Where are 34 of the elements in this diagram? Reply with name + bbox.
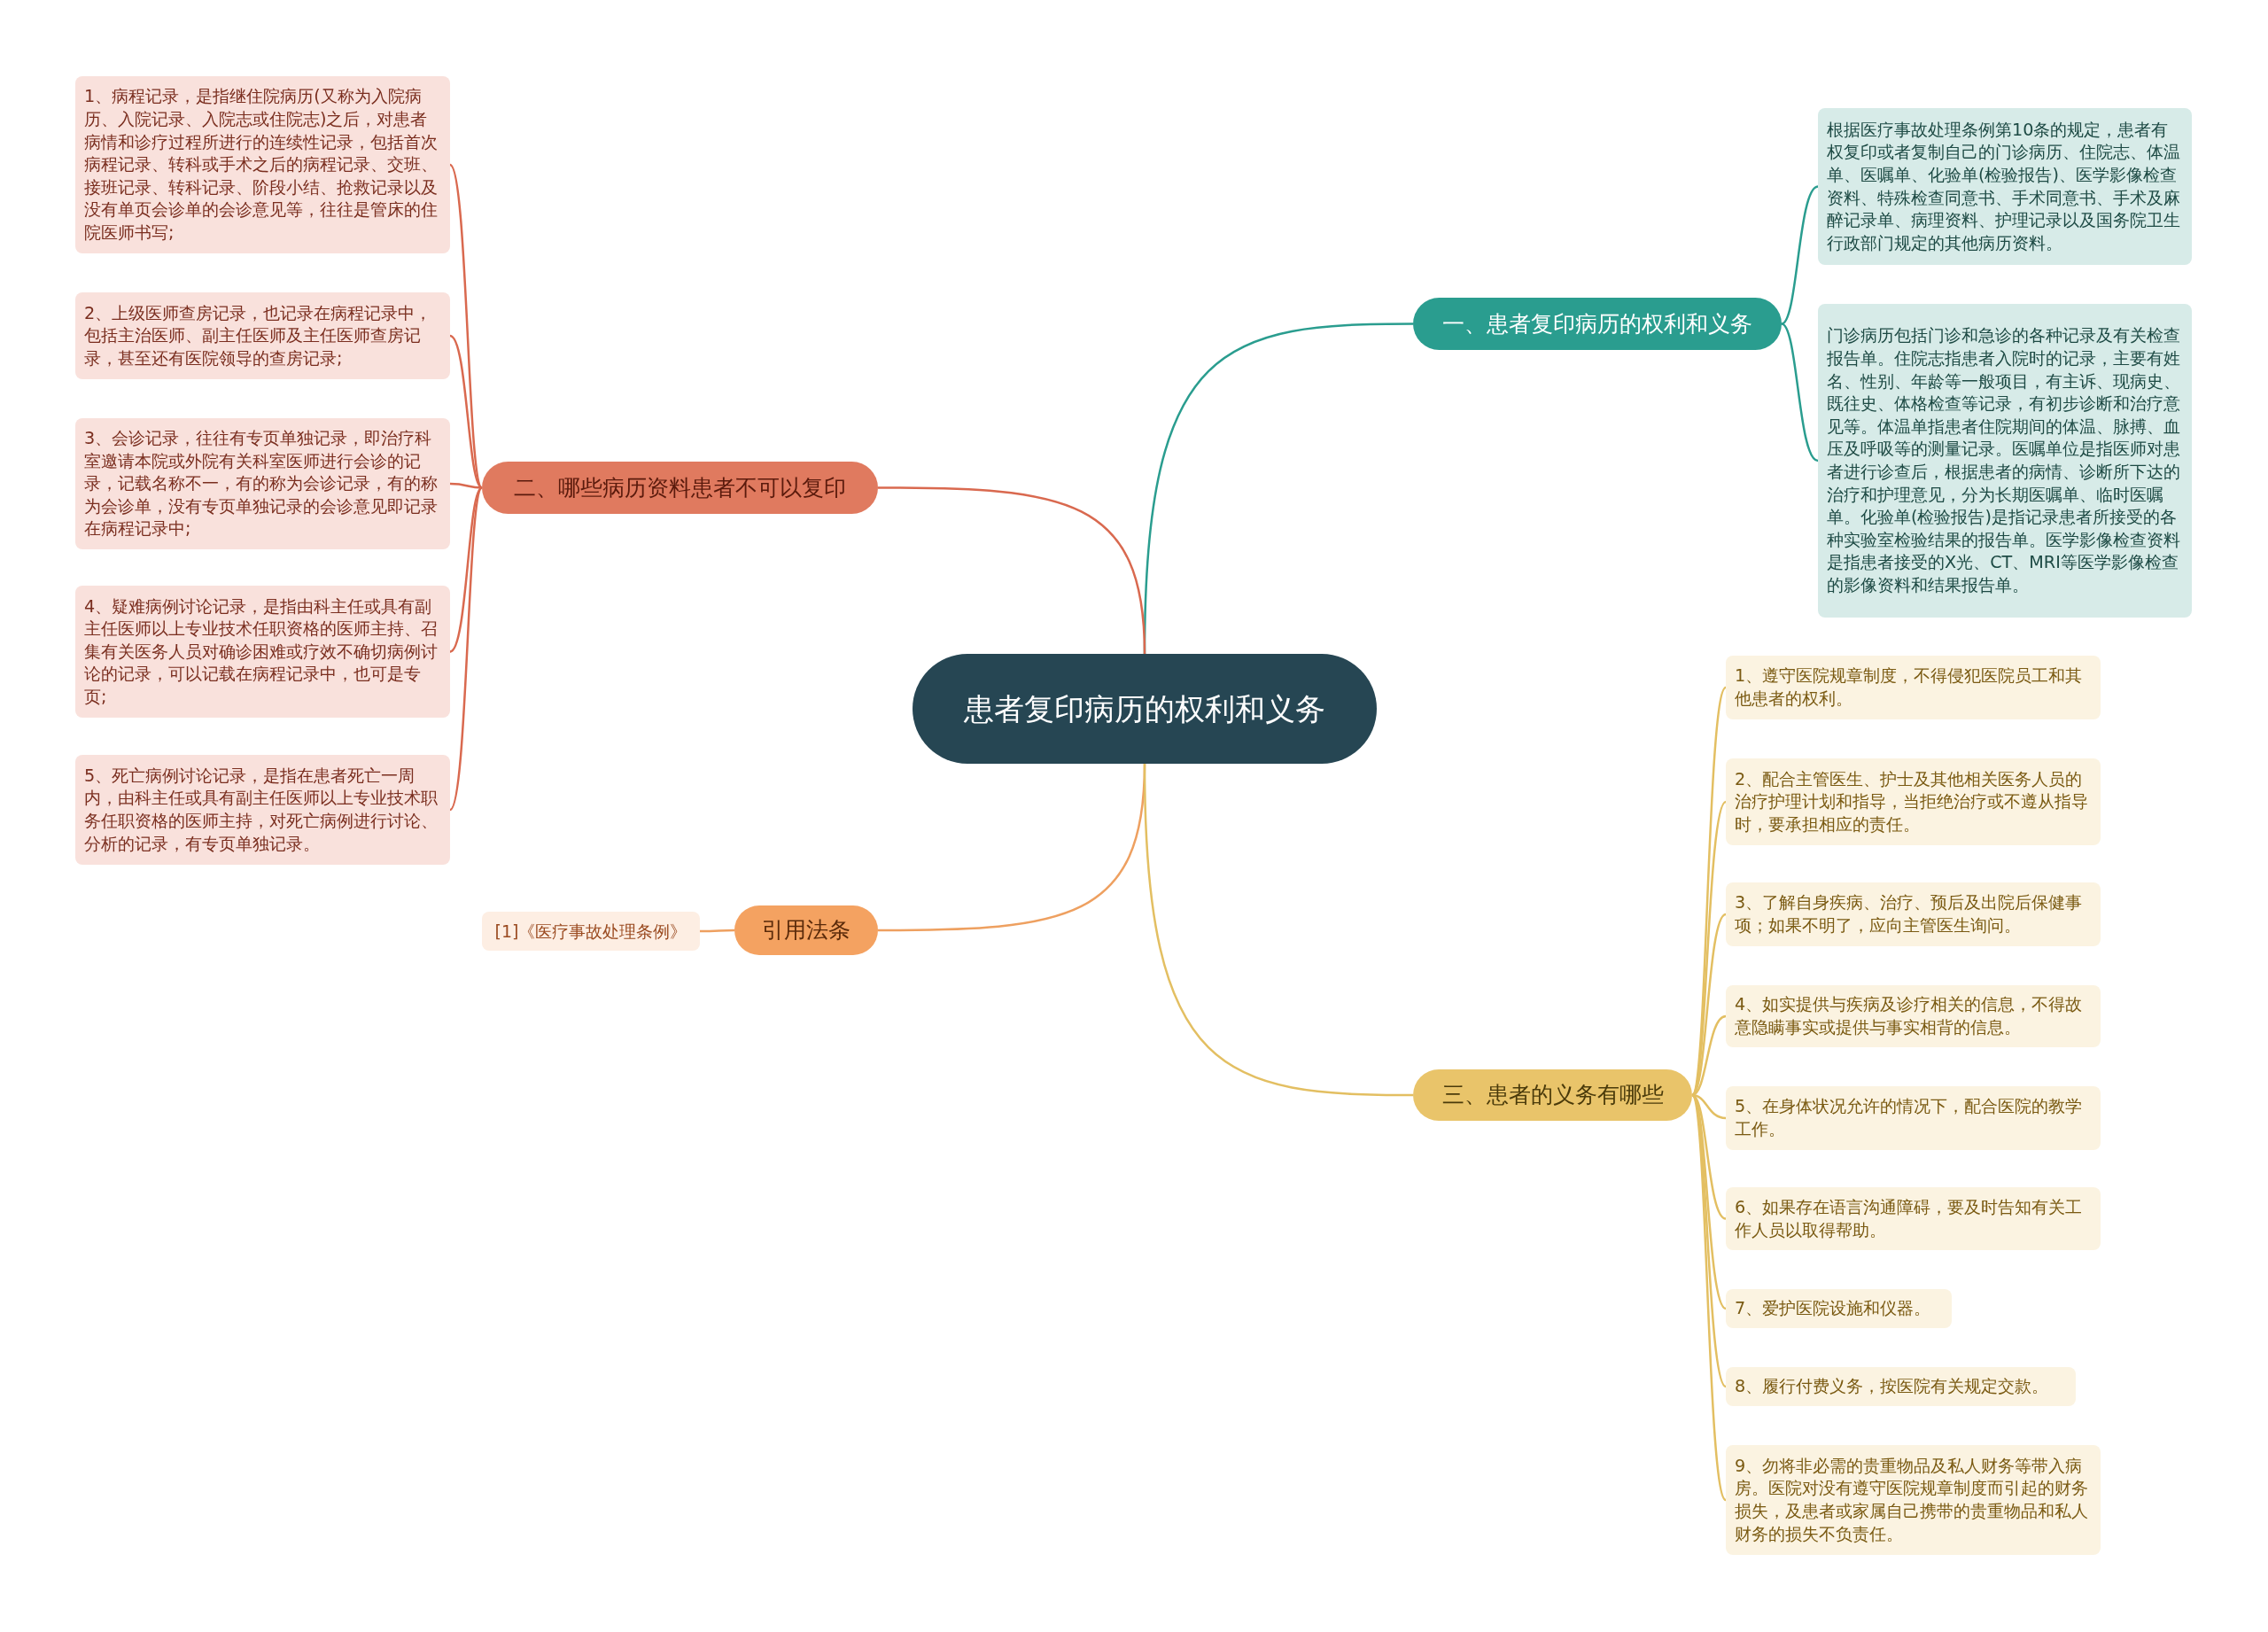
note-card: 3、了解自身疾病、治疗、预后及出院后保健事项；如果不明了，应向主管医生询问。	[1726, 882, 2101, 946]
note-card: 3、会诊记录，往往有专页单独记录，即治疗科室邀请本院或外院有关科室医师进行会诊的记录，记载名称不一，有的称为会诊记录，有的称为会诊单，没有专页单独记录的会诊意见即记录在病程记录中;	[75, 418, 450, 549]
note-card: 5、在身体状况允许的情况下，配合医院的教学工作。	[1726, 1086, 2101, 1150]
branch-topic: 一、患者复印病历的权利和义务	[1413, 298, 1782, 350]
connector-line	[1690, 1094, 1728, 1501]
connector-line	[1781, 185, 1819, 325]
central-topic: 患者复印病历的权利和义务	[913, 654, 1377, 764]
note-card: 7、爱护医院设施和仪器。	[1726, 1289, 1952, 1328]
note-card: 4、疑难病例讨论记录，是指由科主任或具有副主任医师以上专业技术任职资格的医师主持、召集有关医务人员对确诊困难或疗效不确切病例讨论的记录，可以记载在病程记录中，也可是专页;	[75, 586, 450, 718]
connector-line	[449, 482, 483, 489]
connector-line	[700, 929, 734, 933]
connector-line	[1690, 1094, 1727, 1387]
note-card: 2、配合主管医生、护士及其他相关医务人员的治疗护理计划和指导，当拒绝治疗或不遵从指导时，要承担相应的责任。	[1726, 758, 2101, 845]
branch-topic: 二、哪些病历资料患者不可以复印	[482, 462, 878, 514]
connector-line	[1143, 763, 1413, 1097]
note-card: 8、履行付费义务，按医院有关规定交款。	[1726, 1367, 2076, 1406]
branch-topic: 引用法条	[734, 905, 878, 955]
connector-line	[878, 486, 1146, 655]
connector-line	[1690, 801, 1727, 1096]
note-card: 门诊病历包括门诊和急诊的各种记录及有关检查报告单。住院志指患者入院时的记录，主要有姓名、性别、年龄等一般项目，有主诉、现病史、既往史、体格检查等记录，有初步诊断和治疗意见等。体温单指患者住院期间的体温、脉搏、血压及呼吸等的测量记录。医嘱单位是指医师对患者进行诊查后，根据患者的病情、诊断所下达的治疗和护理意见，分为长期医嘱单、临时医嘱单。化验单(检验报告)是指记录患者所接受的各种实验室检验结果的报告单。医学影像检查资料是指患者接受的X光、CT、MRI等医学影像检查的影像资料和结果报告单。	[1818, 304, 2192, 618]
connector-line	[449, 486, 483, 653]
note-card: 6、如果存在语言沟通障碍，要及时告知有关工作人员以取得帮助。	[1726, 1187, 2101, 1250]
connector-line	[1781, 323, 1819, 462]
connector-line	[449, 335, 483, 489]
connector-line	[448, 486, 484, 811]
note-card: 5、死亡病例讨论记录，是指在患者死亡一周内，由科主任或具有副主任医师以上专业技术职务任职资格的医师主持，对死亡病例进行讨论、分析的记录，有专页单独记录。	[75, 755, 450, 865]
branch-topic: 三、患者的义务有哪些	[1413, 1069, 1692, 1121]
note-card: 根据医疗事故处理条例第10条的规定，患者有权复印或者复制自己的门诊病历、住院志、体温单、医嘱单、化验单(检验报告)、医学影像检查资料、特殊检查同意书、手术同意书、手术及麻醉记录单、病理资料、护理记录以及国务院卫生行政部门规定的其他病历资料。	[1818, 108, 2192, 265]
note-card: 9、勿将非必需的贵重物品及私人财务等带入病房。医院对没有遵守医院规章制度而引起的财务损失，及患者或家属自己携带的贵重物品和私人财务的损失不负责任。	[1726, 1445, 2101, 1555]
note-card: 1、病程记录，是指继住院病历(又称为入院病历、入院记录、入院志或住院志)之后，对患者病情和诊疗过程所进行的连续性记录，包括首次病程记录、转科或手术之后的病程记录、交班、接班记录、转科记录、阶段小结、抢救记录以及没有单页会诊单的会诊意见等，往往是管床的住院医师书写;	[75, 76, 450, 253]
note-card: 1、遵守医院规章制度，不得侵犯医院员工和其他患者的权利。	[1726, 656, 2101, 719]
reference-card: [1]《医疗事故处理条例》	[482, 912, 700, 951]
note-card: 2、上级医师查房记录，也记录在病程记录中，包括主治医师、副主任医师及主任医师查房记录，甚至还有医院领导的查房记录;	[75, 292, 450, 379]
note-card: 4、如实提供与疾病及诊疗相关的信息，不得故意隐瞒事实或提供与事实相背的信息。	[1726, 985, 2101, 1047]
